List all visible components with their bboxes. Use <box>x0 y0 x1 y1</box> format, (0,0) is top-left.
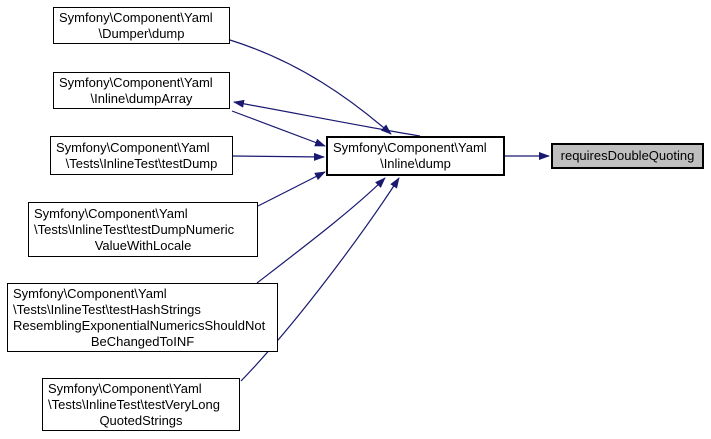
node-testhashstrings[interactable]: Symfony\Component\Yaml \Tests\InlineTest… <box>7 283 278 352</box>
node-requiresdoublequoting: requiresDoubleQuoting <box>551 143 704 169</box>
node-label-line: \Tests\InlineTest\testVeryLong <box>48 396 220 412</box>
node-label-line: \Tests\InlineTest\testDumpNumeric <box>34 221 235 237</box>
node-label-line: ResemblingExponentialNumericsShouldNot <box>13 317 266 333</box>
node-label-line: \Inline\dumpArray <box>90 90 193 106</box>
edge-dumparray-to-inline-dump <box>231 110 326 147</box>
node-label-line: Symfony\Component\Yaml <box>59 9 213 25</box>
node-inline-dump[interactable]: Symfony\Component\Yaml \Inline\dump <box>326 136 505 176</box>
node-label-line: Symfony\Component\Yaml <box>48 380 202 396</box>
node-testdump[interactable]: Symfony\Component\Yaml \Tests\InlineTest… <box>50 136 233 175</box>
node-label-line: ValueWithLocale <box>94 237 192 253</box>
edge-dumper-dump-to-inline-dump <box>229 39 392 135</box>
node-label-line: \Dumper\dump <box>98 25 185 41</box>
node-label-line: QuotedStrings <box>99 412 183 428</box>
node-inline-dumparray[interactable]: Symfony\Component\Yaml \Inline\dumpArray <box>53 72 230 109</box>
node-label-line: \Inline\dump <box>380 156 451 171</box>
node-label-line: Symfony\Component\Yaml <box>333 140 487 155</box>
node-dumper-dump[interactable]: Symfony\Component\Yaml \Dumper\dump <box>53 7 230 44</box>
node-label-line: \Tests\InlineTest\testHashStrings <box>13 301 201 317</box>
edge-testverylong-to-inline-dump <box>240 177 400 382</box>
edge-testhashstrings-to-inline-dump <box>256 177 386 284</box>
node-label-line: Symfony\Component\Yaml <box>56 139 210 155</box>
edge-inline-dump-to-dumparray <box>233 99 421 137</box>
edge-testdump-to-inline-dump <box>232 152 325 161</box>
node-label-line: requiresDoubleQuoting <box>560 148 695 163</box>
node-label-line: Symfony\Component\Yaml <box>13 285 167 301</box>
edge-testdumpnumeric-to-inline-dump <box>257 171 326 207</box>
node-label-line: \Tests\InlineTest\testDump <box>65 155 218 171</box>
node-label-line: Symfony\Component\Yaml <box>34 205 188 221</box>
node-label-line: BeChangedToINF <box>90 333 195 349</box>
node-label-line: Symfony\Component\Yaml <box>59 74 213 90</box>
node-testverylongquotedstrings[interactable]: Symfony\Component\Yaml \Tests\InlineTest… <box>42 378 240 431</box>
node-testdumpnumericvaluewithlocale[interactable]: Symfony\Component\Yaml \Tests\InlineTest… <box>28 202 258 257</box>
